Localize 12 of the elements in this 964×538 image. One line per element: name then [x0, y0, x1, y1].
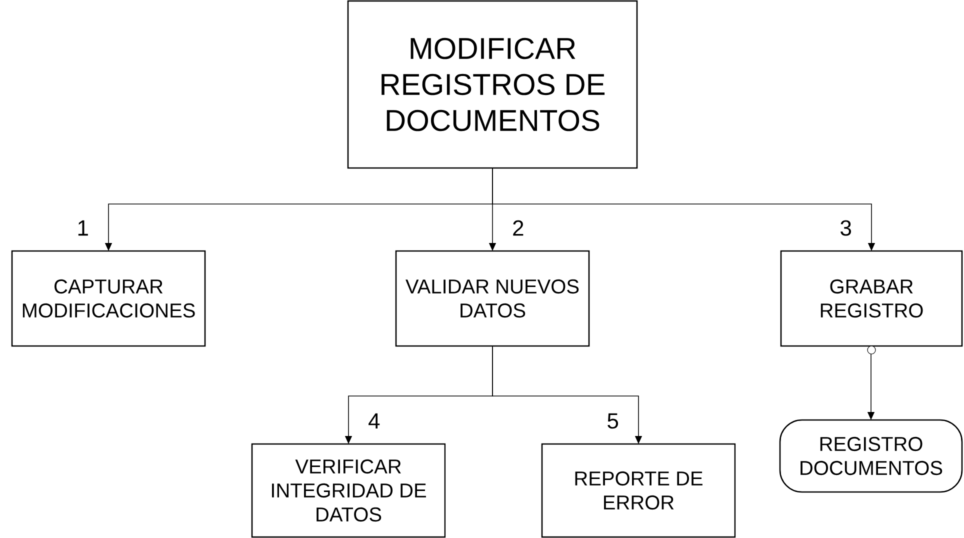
process-box: CAPTURAR MODIFICACIONES — [11, 250, 206, 347]
step-number: 2 — [513, 220, 524, 236]
process-box: VALIDAR NUEVOS DATOS — [395, 250, 590, 347]
step-number: 4 — [368, 413, 380, 429]
process-box: GRABAR REGISTRO — [780, 250, 963, 347]
step-number: 1 — [78, 220, 88, 236]
process-box: VERIFICAR INTEGRIDAD DE DATOS — [251, 443, 446, 538]
step-number: 3 — [840, 220, 851, 236]
process-box: REPORTE DE ERROR — [541, 443, 736, 538]
process-box: MODIFICAR REGISTROS DE DOCUMENTOS — [347, 0, 638, 169]
data-store-box: REGISTRO DOCUMENTOS — [779, 419, 963, 493]
step-number: 5 — [608, 413, 618, 429]
